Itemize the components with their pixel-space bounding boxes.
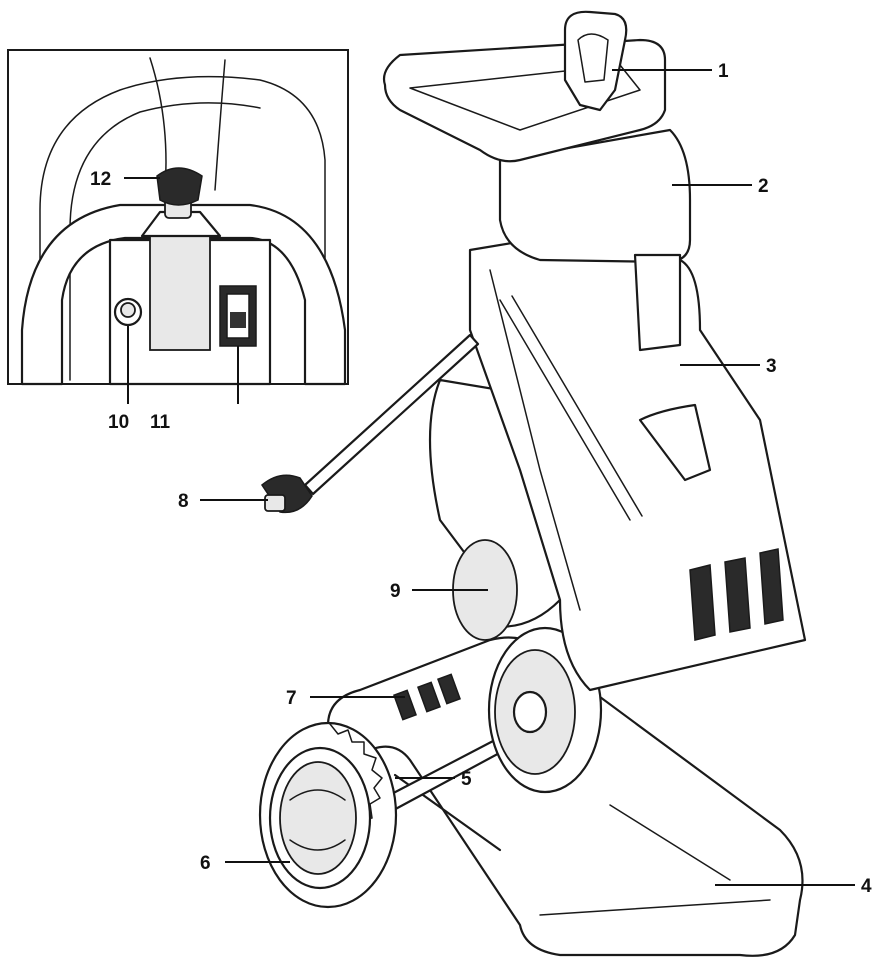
label-12: 12	[90, 169, 111, 190]
leader-lines	[200, 69, 855, 886]
label-3: 3	[766, 356, 777, 377]
front-wheel	[258, 721, 398, 909]
label-9: 9	[390, 581, 401, 602]
inset-detail	[7, 49, 349, 404]
label-11: 11	[150, 412, 171, 433]
label-10: 10	[108, 412, 129, 433]
rear-wheel	[487, 626, 603, 794]
label-5: 5	[461, 769, 472, 790]
callouts: 1 2 3 4 5 6 7 8 9 10 11 12	[90, 61, 872, 897]
label-8: 8	[178, 491, 189, 512]
label-6: 6	[200, 853, 211, 874]
shredder-body	[258, 10, 807, 957]
label-1: 1	[718, 61, 729, 82]
label-4: 4	[861, 876, 872, 897]
label-7: 7	[286, 688, 297, 709]
label-2: 2	[758, 176, 769, 197]
